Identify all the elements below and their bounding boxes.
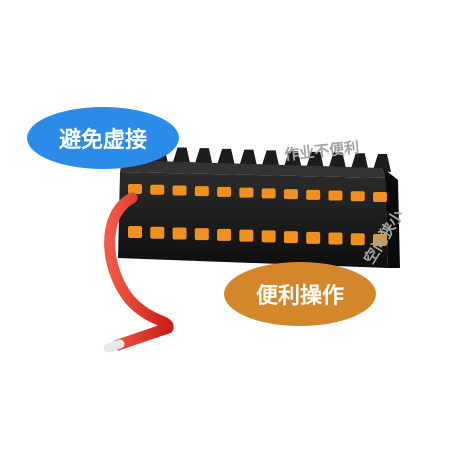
- pin-upper: [128, 184, 142, 194]
- connector-body: [118, 172, 388, 268]
- connector-ridge: [194, 148, 213, 167]
- pin-upper: [239, 187, 254, 198]
- connector-top-ridges: [128, 146, 391, 172]
- callout-avoid-contact: 避免虚接: [27, 107, 179, 169]
- pin-upper: [373, 192, 387, 202]
- pin-upper: [306, 189, 321, 200]
- wire-stripped-end: [103, 339, 125, 353]
- pin-lower: [350, 233, 365, 246]
- pin-lower: [150, 226, 165, 239]
- pin-lower: [217, 228, 232, 241]
- pin-upper: [350, 191, 365, 202]
- callout-easy-operation: 便利操作: [224, 262, 376, 326]
- pin-lower: [306, 231, 321, 244]
- pin-upper: [328, 190, 343, 201]
- callout-easy-operation-label: 便利操作: [256, 284, 344, 309]
- red-wire: [103, 192, 174, 353]
- connector-ridge: [373, 154, 391, 172]
- pin-lower: [261, 230, 276, 243]
- connector-side-face: [383, 168, 400, 268]
- connector-ridge: [261, 150, 280, 169]
- connector-ridge: [172, 147, 191, 166]
- pin-lower: [172, 227, 187, 240]
- connector-ridge: [306, 151, 325, 170]
- pin-lower: [239, 229, 254, 242]
- pin-lower: [283, 231, 298, 244]
- connector-ridge: [328, 152, 347, 171]
- connector-ridge: [350, 153, 369, 172]
- pin-lower: [373, 234, 387, 246]
- pin-upper: [283, 189, 298, 200]
- pin-lower: [194, 228, 209, 241]
- pin-lower: [328, 232, 343, 245]
- pin-upper: [172, 185, 187, 196]
- terminal-block-connector: [118, 146, 400, 268]
- connector-ridge: [239, 149, 258, 168]
- label-inconvenient-work: 作业不便利: [284, 138, 360, 164]
- pin-upper: [217, 186, 232, 197]
- connector-pins-lower: [128, 226, 387, 246]
- pin-lower: [128, 226, 142, 238]
- connector-ridge: [217, 148, 236, 167]
- pin-upper: [261, 188, 276, 199]
- pin-upper: [150, 184, 165, 195]
- pin-upper: [194, 186, 209, 197]
- callout-avoid-contact-label: 避免虚接: [59, 127, 147, 153]
- connector-ridge: [283, 151, 302, 170]
- connector-top-face: [120, 160, 385, 178]
- connector-pins-upper: [128, 184, 387, 202]
